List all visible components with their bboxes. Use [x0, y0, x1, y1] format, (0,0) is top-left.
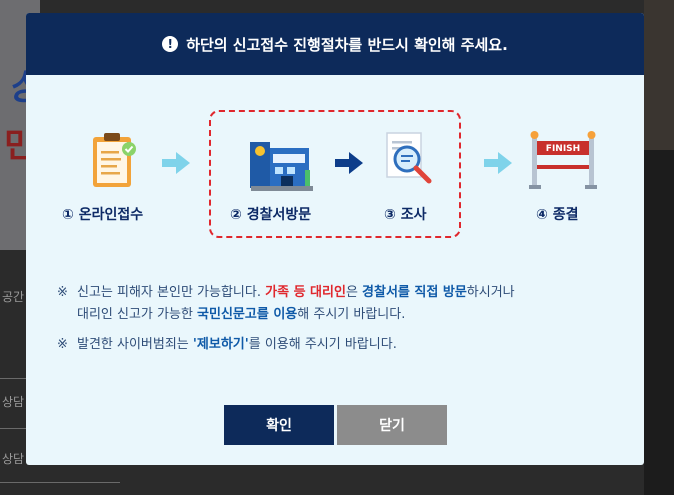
reference-mark: ※: [57, 337, 68, 352]
notice-text: 신고는 피해자 본인만 가능합니다.: [77, 285, 261, 300]
notice-text: 은: [345, 285, 358, 300]
notice-highlight-blue: 국민신문고를 이용: [197, 307, 298, 322]
notice-text-block: ※ 신고는 피해자 본인만 가능합니다. 가족 등 대리인은 경찰서를 직접 방문…: [57, 282, 617, 356]
confirm-button[interactable]: 확인: [224, 405, 334, 445]
reference-mark: ※: [57, 285, 68, 300]
step-label-investigation: ③ 조사: [384, 207, 427, 223]
notice-text: 대리인 신고가 가능한: [77, 307, 193, 322]
step-label-completion: ④ 종결: [536, 207, 579, 223]
finish-line-icon: [529, 131, 597, 189]
notice-highlight-blue: 경찰서를 직접 방문: [362, 285, 467, 300]
notice-text: 하시거나: [466, 285, 515, 300]
report-procedure-modal: ! 하단의 신고접수 진행절차를 반드시 확인해 주세요. ① 온라인접수 ② …: [26, 13, 644, 465]
modal-title: 하단의 신고접수 진행절차를 반드시 확인해 주세요.: [186, 35, 508, 54]
background-text: 공간: [2, 290, 25, 304]
notice-line: ※ 신고는 피해자 본인만 가능합니다. 가족 등 대리인은 경찰서를 직접 방문…: [57, 282, 617, 304]
notice-text: 해 주시기 바랍니다.: [297, 307, 406, 322]
finish-banner-text: FINISH: [545, 144, 581, 154]
notice-highlight-blue: '제보하기': [192, 337, 249, 352]
notice-text: 발견한 사이버범죄는: [77, 337, 189, 352]
alert-icon: !: [162, 36, 179, 52]
notice-line: 대리인 신고가 가능한 국민신문고를 이용해 주시기 바랍니다.: [57, 304, 617, 326]
notice-line: ※ 발견한 사이버범죄는 '제보하기'를 이용해 주시기 바랍니다.: [57, 334, 617, 356]
step-label-police-visit: ② 경찰서방문: [230, 207, 312, 223]
arrow-right-icon: [484, 152, 512, 174]
background-text: 상담: [2, 395, 25, 409]
arrow-right-icon: [162, 152, 190, 174]
background-divider: [0, 482, 120, 483]
close-button[interactable]: 닫기: [337, 405, 447, 445]
police-station-icon: [250, 142, 313, 191]
modal-header: ! 하단의 신고접수 진행절차를 반드시 확인해 주세요.: [26, 13, 644, 75]
visit-and-investigation-group: [209, 110, 461, 238]
clipboard-icon: [93, 133, 136, 187]
background-text: 상담: [2, 452, 25, 466]
background-right-panel-dark: [644, 150, 674, 495]
notice-highlight-red: 가족 등 대리인: [265, 285, 346, 300]
magnifier-document-icon: [386, 132, 432, 184]
notice-text: 를 이용해 주시기 바랍니다.: [248, 337, 397, 352]
arrow-right-icon: [335, 152, 363, 174]
step-label-online-report: ① 온라인접수: [62, 207, 144, 223]
